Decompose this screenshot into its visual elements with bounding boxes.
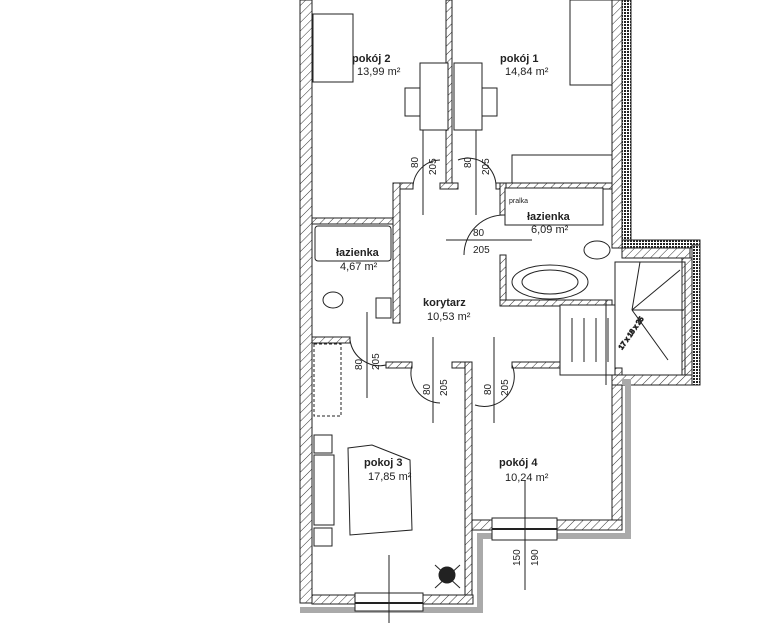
stairs-label: 17 x 18 x 25 xyxy=(618,316,646,351)
door-height: 205 xyxy=(371,353,382,370)
door-width: 80 xyxy=(410,156,421,168)
door-width: 80 xyxy=(483,383,494,395)
door-width: 80 xyxy=(463,156,474,168)
room-name: pokoj 3 xyxy=(364,457,403,469)
room-name: korytarz xyxy=(423,297,466,309)
door-height: 205 xyxy=(428,158,439,175)
door-height: 205 xyxy=(481,158,492,175)
room-area: 10,24 m² xyxy=(505,472,549,484)
door-height: 205 xyxy=(500,379,511,396)
room-area: 17,85 m² xyxy=(368,471,412,483)
room-name: pokój 1 xyxy=(500,53,539,65)
furniture xyxy=(312,0,686,547)
room-area: 14,84 m² xyxy=(505,66,549,78)
washer-label: pralka xyxy=(509,198,528,205)
door-dimensions: 80 205 80 205 80 205 80 205 80 205 80 20… xyxy=(354,156,541,566)
room-area: 6,09 m² xyxy=(531,224,569,236)
window-width: 150 xyxy=(512,549,523,566)
door-height: 205 xyxy=(439,379,450,396)
room-name: łazienka xyxy=(336,247,380,259)
windows xyxy=(354,480,558,623)
walls xyxy=(299,0,693,605)
room-labels: pokój 2 13,99 m² pokój 1 14,84 m² łazien… xyxy=(336,53,571,484)
plant-icon xyxy=(434,564,461,589)
door-width: 80 xyxy=(473,228,485,239)
door-swings xyxy=(349,130,532,423)
room-area: 13,99 m² xyxy=(357,66,401,78)
door-height: 205 xyxy=(473,245,490,256)
room-area: 4,67 m² xyxy=(340,261,378,273)
room-area: 10,53 m² xyxy=(427,311,471,323)
room-name: pokój 2 xyxy=(352,53,391,65)
window-height: 190 xyxy=(530,549,541,566)
door-width: 80 xyxy=(422,383,433,395)
room-name: łazienka xyxy=(527,211,571,223)
room-name: pokój 4 xyxy=(499,457,538,469)
door-width: 80 xyxy=(354,358,365,370)
